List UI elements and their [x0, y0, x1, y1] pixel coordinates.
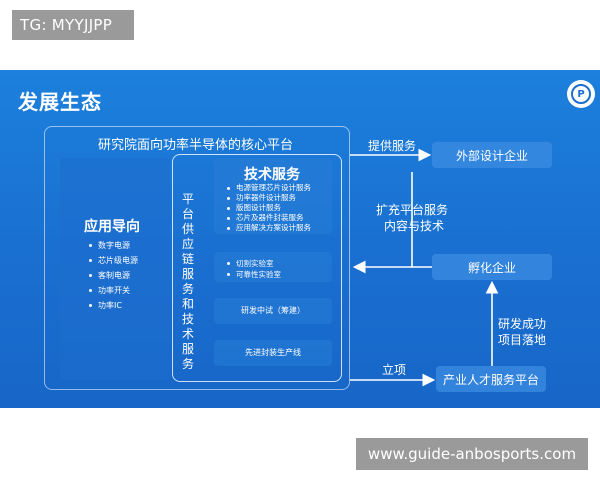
- list-item: 版图设计服务: [226, 203, 311, 213]
- slide-title: 发展生态: [18, 90, 102, 114]
- setup-label: 立项: [382, 363, 407, 377]
- labs-box: [214, 252, 332, 282]
- list-item: 切割实验室: [226, 258, 281, 269]
- list-item: 功率开关: [88, 283, 138, 298]
- diagram-arrows: [350, 148, 499, 387]
- rd-label-line2: 项目落地: [498, 333, 547, 347]
- talent-platform-node: 产业人才服务平台: [436, 366, 546, 392]
- list-item: 功率器件设计服务: [226, 193, 311, 203]
- external-design-node: 外部设计企业: [432, 142, 552, 168]
- applications-list: 数字电源 芯片级电源 客制电源 功率开关 功率IC: [88, 238, 138, 313]
- packaging-box: [214, 340, 332, 366]
- list-item: 电源管理芯片设计服务: [226, 183, 311, 193]
- list-item: 芯片及器件封装服务: [226, 213, 311, 223]
- pilot-label: 研发中试（筹建）: [241, 306, 305, 315]
- applications-panel: [60, 158, 170, 380]
- list-item: 功率IC: [88, 298, 138, 313]
- core-platform-title: 研究院面向功率半导体的核心平台: [98, 138, 294, 153]
- list-item: 应用解决方案设计服务: [226, 223, 311, 233]
- tech-services-box: [214, 158, 332, 234]
- pilot-box: [214, 298, 332, 324]
- applications-title: 应用导向: [84, 219, 140, 235]
- rd-label-line1: 研发成功: [498, 317, 547, 331]
- tech-services-list: 电源管理芯片设计服务 功率器件设计服务 版图设计服务 芯片及器件封装服务 应用解…: [226, 183, 311, 233]
- tech-services-title: 技术服务: [244, 167, 300, 183]
- platform-services-panel: [172, 154, 342, 382]
- top-tag: TG: MYYJJPP: [12, 10, 134, 40]
- watermark: www.guide-anbosports.com: [356, 438, 588, 470]
- platform-vertical-label: 平台供应链服务和技术服务: [181, 192, 194, 371]
- core-platform-panel: [44, 126, 350, 390]
- slide: 发展生态 P 研究院面向功率半导体的核心平台 应用导向 数字电源 芯片级电源 客…: [0, 70, 600, 408]
- institute-logo: P: [567, 80, 595, 108]
- incubation-node: 孵化企业: [432, 254, 552, 280]
- expand-label-line2: 内容与技术: [384, 219, 445, 233]
- list-item: 芯片级电源: [88, 253, 138, 268]
- list-item: 数字电源: [88, 238, 138, 253]
- list-item: 可靠性实验室: [226, 269, 281, 280]
- list-item: 客制电源: [88, 268, 138, 283]
- expand-label-line1: 扩充平台服务: [376, 203, 449, 217]
- provide-services-label: 提供服务: [368, 139, 417, 153]
- packaging-label: 先进封装生产线: [245, 348, 301, 357]
- labs-list: 切割实验室 可靠性实验室: [226, 258, 281, 280]
- logo-mark: P: [571, 84, 591, 104]
